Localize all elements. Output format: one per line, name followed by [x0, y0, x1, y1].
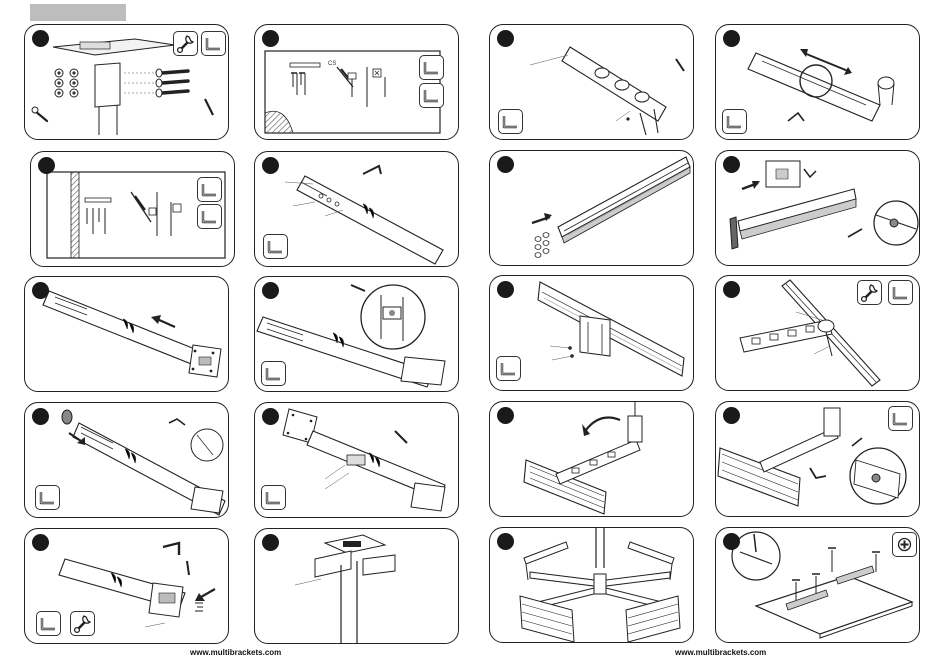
step-panel-l1	[24, 24, 229, 140]
step-panel-l9	[24, 528, 229, 644]
step-number-badge	[32, 534, 49, 551]
step-panel-r1	[489, 24, 694, 140]
footer-url-right: www.multibrackets.com	[675, 648, 766, 657]
header-bar	[30, 4, 126, 21]
pole-insert-adapter-illustration	[25, 277, 229, 392]
step-panel-r6	[715, 275, 920, 391]
step-number-badge	[262, 408, 279, 425]
hex-key-icon	[419, 55, 444, 80]
hex-key-icon	[888, 280, 913, 305]
step-panel-l10	[254, 528, 459, 644]
step-number-badge	[32, 30, 49, 47]
drill-bit-icon	[197, 204, 222, 229]
step-number-badge	[262, 282, 279, 299]
step-number-badge	[262, 30, 279, 47]
step-number-badge	[497, 533, 514, 550]
ceiling-plate-with-pole-illustration	[255, 529, 459, 644]
step-number-badge	[723, 407, 740, 424]
step-panel-l4	[254, 151, 459, 267]
wrench-icon	[70, 611, 95, 636]
footer-url-left: www.multibrackets.com	[190, 648, 281, 657]
step-number-badge	[262, 534, 279, 551]
hex-key-icon	[888, 406, 913, 431]
step-panel-l3	[30, 151, 235, 267]
screwdriver-icon	[892, 532, 917, 557]
step-number-badge	[32, 282, 49, 299]
hex-key-icon	[201, 31, 226, 56]
step-panel-r2	[715, 24, 920, 140]
ceiling-plate-bolts-illustration	[25, 25, 229, 140]
step-panel-r8	[715, 401, 920, 517]
hex-key-icon	[498, 109, 523, 134]
step-panel-r3	[489, 150, 694, 266]
step-panel-l7	[24, 402, 229, 518]
step-number-badge	[262, 157, 279, 174]
step-panel-r7	[489, 401, 694, 517]
hex-key-icon	[722, 109, 747, 134]
step-number-badge	[497, 407, 514, 424]
screen-attach-illustration	[716, 528, 920, 643]
step-panel-l8	[254, 402, 459, 518]
hex-key-icon	[263, 234, 288, 259]
step-number-badge	[497, 281, 514, 298]
step-panel-l6	[254, 276, 459, 392]
cs-label: CS	[328, 61, 336, 67]
hex-key-icon	[261, 361, 286, 386]
step-number-badge	[723, 281, 740, 298]
step-number-badge	[32, 408, 49, 425]
step-number-badge	[723, 30, 740, 47]
wrench-icon	[173, 31, 198, 56]
hex-key-icon	[35, 485, 60, 510]
rail-end-cap-illustration	[716, 151, 920, 266]
wrench-icon	[857, 280, 882, 305]
step-panel-r5	[489, 275, 694, 391]
arm-rotate-illustration	[490, 402, 694, 517]
step-panel-r9	[489, 527, 694, 643]
hex-key-icon	[197, 177, 222, 202]
rail-bolts-illustration	[490, 151, 694, 266]
step-panel-l2: CS	[254, 24, 459, 140]
step-number-badge	[723, 533, 740, 550]
four-way-assembly-illustration	[490, 528, 694, 643]
hex-key-icon	[261, 485, 286, 510]
hex-key-icon	[36, 611, 61, 636]
step-number-badge	[723, 156, 740, 173]
hex-key-icon	[496, 356, 521, 381]
step-panel-r4	[715, 150, 920, 266]
step-number-badge	[497, 30, 514, 47]
step-panel-l5	[24, 276, 229, 392]
step-panel-r10	[715, 527, 920, 643]
step-number-badge	[497, 156, 514, 173]
drill-bit-icon	[419, 83, 444, 108]
step-number-badge	[38, 157, 55, 174]
